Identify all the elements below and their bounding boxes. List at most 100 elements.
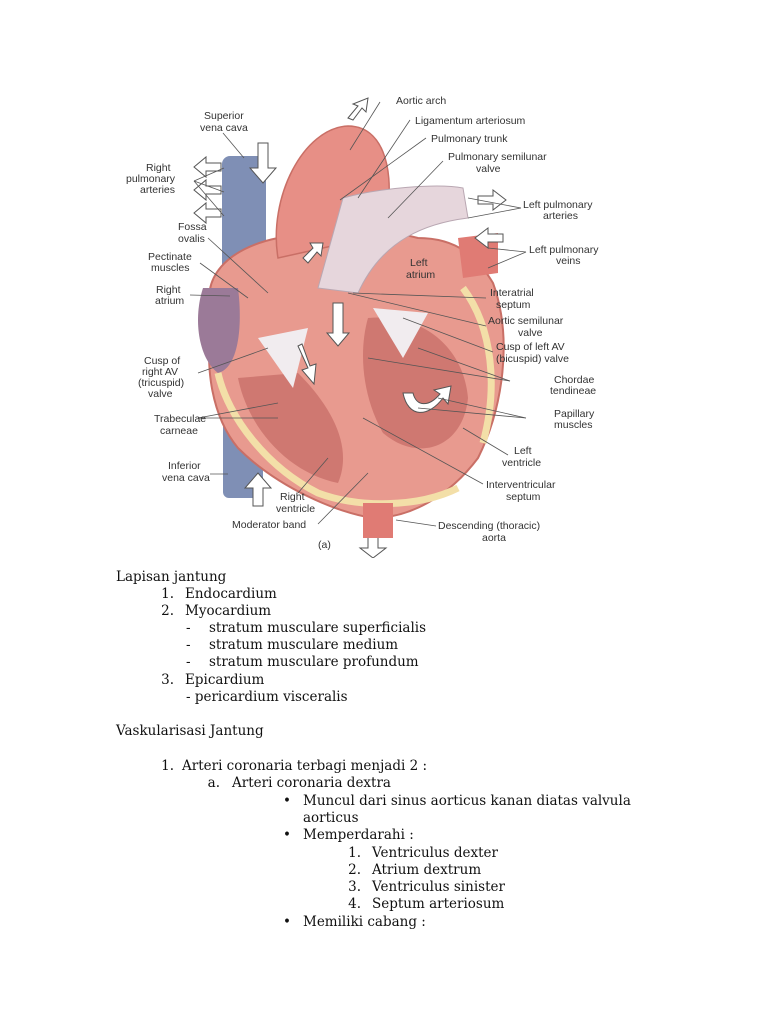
list-item-supplied: Ventriculus dexter: [372, 845, 498, 861]
blood-flow-arrow-icon: [248, 142, 278, 184]
label-trabeculae-carneae: Trabeculae: [154, 413, 206, 425]
bicuspid-valve-shape: [373, 308, 428, 358]
list-item-supplied: Atrium dextrum: [372, 862, 482, 878]
list-item-myocardium: Myocardium: [185, 603, 272, 619]
blood-flow-arrow-icon: [474, 226, 504, 250]
label-cusp-left-av-valve: (bicuspid) valve: [496, 353, 569, 365]
list-item-epicardium-sub: - pericardium visceralis: [186, 689, 348, 705]
list-number: 1.: [161, 586, 174, 602]
list-number: 2.: [348, 862, 361, 878]
label-aortic-arch: Aortic arch: [396, 95, 446, 107]
descending-aorta-shape: [363, 503, 393, 538]
label-inferior-vena-cava: vena cava: [162, 472, 210, 484]
list-number: 1.: [348, 845, 361, 861]
label-pulmonary-trunk: Pulmonary trunk: [431, 133, 508, 145]
label-right-pulmonary-arteries: pulmonary: [126, 173, 176, 185]
figure-panel-label: (a): [318, 539, 331, 551]
label-pectinate-muscles: muscles: [151, 262, 190, 274]
label-pulmonary-semilunar: Pulmonary semilunar: [448, 151, 547, 163]
label-interatrial-septum: septum: [496, 299, 531, 311]
label-left-pulmonary-veins: veins: [556, 255, 581, 267]
right-atrium-shape: [198, 288, 240, 373]
label-left-ventricle: ventricle: [502, 457, 541, 469]
label-interatrial-septum: Interatrial: [490, 287, 534, 299]
list-item-myocardium-sub: stratum musculare superficialis: [209, 620, 427, 636]
label-left-pulmonary-arteries: arteries: [543, 210, 578, 222]
label-interventricular-septum: Interventricular: [486, 479, 556, 491]
label-cusp-right-av-valve: Cusp of: [144, 355, 180, 367]
epicardial-fat-shape-right: [460, 285, 495, 444]
label-pectinate-muscles: Pectinate: [148, 251, 192, 263]
label-cusp-right-av-valve: (tricuspid): [138, 377, 184, 389]
blood-flow-arrow-icon: [347, 97, 369, 121]
list-number: 1.: [161, 758, 174, 774]
label-papillary-muscles: Papillary: [554, 408, 595, 420]
blood-flow-arrow-icon: [325, 302, 351, 347]
heart-illustration: [193, 97, 507, 558]
label-left-atrium: Left: [410, 257, 428, 269]
bullet-icon: •: [283, 914, 291, 930]
blood-flow-arrow-icon: [402, 385, 452, 413]
right-ventricle-cavity: [238, 373, 344, 483]
label-left-pulmonary-arteries: Left pulmonary: [523, 199, 593, 211]
bullet-text: Muncul dari sinus aorticus kanan diatas …: [303, 793, 631, 809]
label-inferior-vena-cava: Inferior: [168, 460, 201, 472]
epicardial-fat-shape: [214, 372, 460, 508]
bullet-text: Memiliki cabang :: [303, 914, 426, 930]
label-right-ventricle: Right: [280, 491, 305, 503]
left-ventricle-cavity: [363, 317, 468, 449]
label-chordae-tendineae: Chordae: [554, 374, 594, 386]
list-item-myocardium-sub: stratum musculare medium: [209, 637, 399, 653]
label-right-atrium: atrium: [155, 295, 184, 307]
label-aortic-semilunar-valve: valve: [518, 327, 543, 339]
label-cusp-right-av-valve: valve: [148, 388, 173, 400]
dash-marker: -: [186, 637, 191, 653]
label-left-pulmonary-veins: Left pulmonary: [529, 244, 599, 256]
bullet-icon: •: [283, 793, 291, 809]
label-left-atrium: atrium: [406, 269, 435, 281]
blood-flow-arrow-icon: [297, 343, 317, 386]
dash-marker: -: [186, 620, 191, 636]
heading-vaskularisasi-jantung: Vaskularisasi Jantung: [116, 723, 264, 739]
label-ligamentum-arteriosum: Ligamentum arteriosum: [415, 115, 526, 127]
list-item-supplied: Septum arteriosum: [372, 896, 505, 912]
label-right-atrium: Right: [156, 284, 181, 296]
label-chordae-tendineae: tendineae: [550, 385, 596, 397]
label-interventricular-septum: septum: [506, 491, 541, 503]
blood-flow-arrow-icon: [193, 155, 222, 179]
blood-flow-arrow-icon: [193, 201, 222, 225]
heading-lapisan-jantung: Lapisan jantung: [116, 569, 227, 585]
tricuspid-valve-shape: [258, 328, 308, 388]
figure-labels: Aortic arch Ligamentum arteriosum Pulmon…: [126, 95, 599, 551]
label-fossa-ovalis: ovalis: [178, 233, 205, 245]
label-trabeculae-carneae: carneae: [160, 425, 198, 437]
label-cusp-left-av-valve: Cusp of left AV: [496, 341, 565, 353]
dash-marker: -: [186, 654, 191, 670]
list-item-epicardium: Epicardium: [185, 672, 265, 688]
label-aortic-semilunar-valve: Aortic semilunar: [488, 315, 564, 327]
blood-flow-arrow-icon: [243, 472, 273, 507]
label-right-pulmonary-arteries: arteries: [140, 184, 175, 196]
bullet-text-continued: aorticus: [303, 810, 359, 826]
heart-anatomy-figure: Aortic arch Ligamentum arteriosum Pulmon…: [126, 95, 599, 558]
blood-flow-arrow-icon: [302, 242, 324, 264]
list-number: 2.: [161, 603, 174, 619]
label-papillary-muscles: muscles: [554, 419, 593, 431]
label-right-ventricle: ventricle: [276, 503, 315, 515]
label-fossa-ovalis: Fossa: [178, 221, 207, 233]
label-cusp-right-av-valve: right AV: [142, 366, 178, 378]
label-descending-aorta: aorta: [482, 532, 506, 544]
bullet-text: Memperdarahi :: [303, 827, 414, 843]
blood-flow-arrow-icon: [477, 188, 507, 212]
label-superior-vena-cava: vena cava: [200, 122, 248, 134]
label-descending-aorta: Descending (thoracic): [438, 520, 540, 532]
list-item-supplied: Ventriculus sinister: [372, 879, 505, 895]
list-number: 3.: [161, 672, 174, 688]
list-number: 3.: [348, 879, 361, 895]
label-pulmonary-semilunar: valve: [476, 163, 501, 175]
label-moderator-band: Moderator band: [232, 519, 306, 531]
list-number: 4.: [348, 896, 361, 912]
list-letter: a.: [207, 775, 220, 791]
list-item-endocardium: Endocardium: [185, 586, 277, 602]
label-left-ventricle: Left: [514, 445, 532, 457]
